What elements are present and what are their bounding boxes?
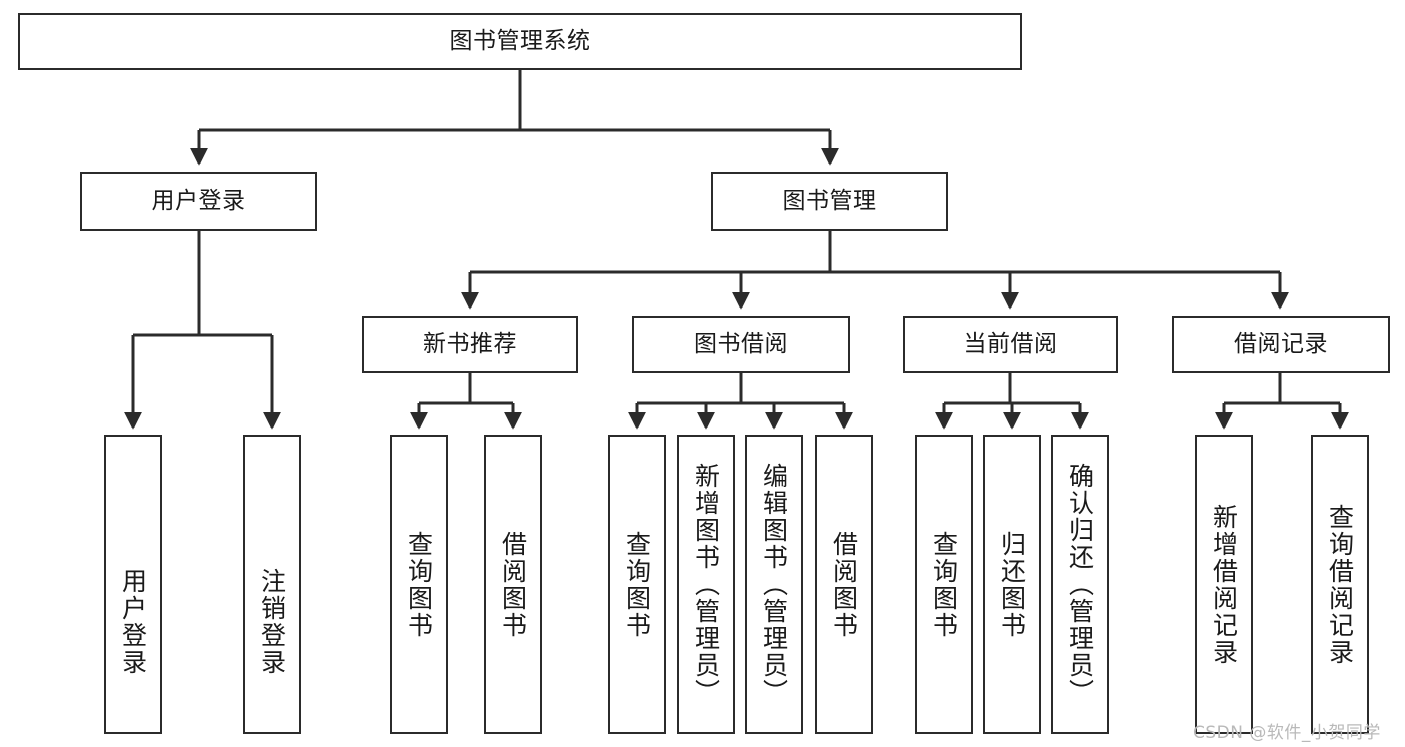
leaf-query-book-new-rec[interactable]: 查询图书 [390, 435, 448, 734]
node-label: 当前借阅 [963, 331, 1058, 358]
node-label: 用户登录 [118, 568, 148, 676]
node-label: 图书管理 [782, 188, 877, 215]
leaf-borrow-book[interactable]: 借阅图书 [815, 435, 873, 734]
node-label: 注销登录 [257, 568, 287, 676]
watermark-csdn: CSDN @软件_小贺同学 [1193, 723, 1381, 743]
node-new-book-recommendation[interactable]: 新书推荐 [362, 316, 578, 373]
node-label: 归还图书 [997, 530, 1027, 639]
node-current-borrowing[interactable]: 当前借阅 [903, 316, 1118, 373]
leaf-query-book-borrow[interactable]: 查询图书 [608, 435, 666, 734]
node-label: 借阅图书 [829, 530, 859, 639]
node-label: 用户登录 [151, 188, 246, 215]
node-label: 查询图书 [622, 530, 652, 639]
leaf-borrow-book-new-rec[interactable]: 借阅图书 [484, 435, 542, 734]
node-label: 查询图书 [929, 530, 959, 639]
node-borrowing-record[interactable]: 借阅记录 [1172, 316, 1390, 373]
leaf-add-book-admin[interactable]: 新增图书（管理员） [677, 435, 735, 734]
node-label: 编辑图书（管理员） [759, 463, 789, 706]
leaf-add-borrow-record[interactable]: 新增借阅记录 [1195, 435, 1253, 734]
node-label: 查询图书 [404, 530, 434, 639]
leaf-return-book[interactable]: 归还图书 [983, 435, 1041, 734]
leaf-edit-book-admin[interactable]: 编辑图书（管理员） [745, 435, 803, 734]
node-label: 新增借阅记录 [1209, 503, 1239, 666]
leaf-query-book-current[interactable]: 查询图书 [915, 435, 973, 734]
node-label: 借阅图书 [498, 530, 528, 639]
leaf-user-login[interactable]: 用户登录 [104, 435, 162, 734]
node-label: 新书推荐 [423, 331, 517, 358]
leaf-logout-login[interactable]: 注销登录 [243, 435, 301, 734]
node-label: 确认归还（管理员） [1065, 463, 1095, 706]
node-book-borrowing[interactable]: 图书借阅 [632, 316, 850, 373]
node-user-login[interactable]: 用户登录 [80, 172, 317, 231]
leaf-query-borrow-record[interactable]: 查询借阅记录 [1311, 435, 1369, 734]
node-label: 图书管理系统 [449, 28, 591, 55]
node-label: 新增图书（管理员） [691, 463, 721, 706]
node-label: 图书借阅 [694, 331, 788, 358]
node-label: 查询借阅记录 [1325, 503, 1355, 666]
node-label: 借阅记录 [1234, 331, 1328, 358]
node-book-management[interactable]: 图书管理 [711, 172, 948, 231]
leaf-confirm-return-admin[interactable]: 确认归还（管理员） [1051, 435, 1109, 734]
node-root-book-management-system[interactable]: 图书管理系统 [18, 13, 1022, 70]
